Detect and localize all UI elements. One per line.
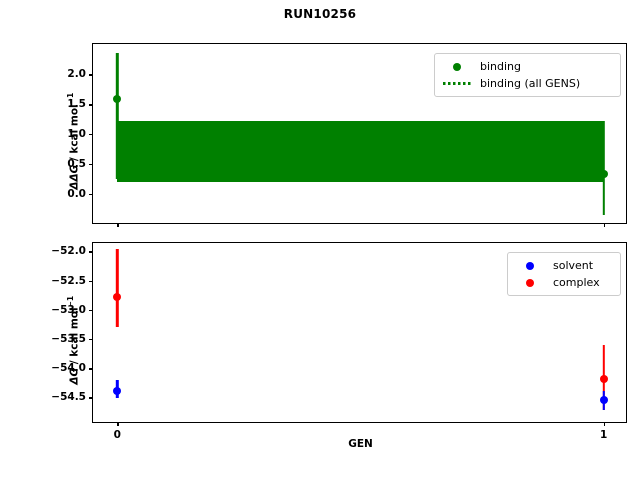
binding-errorbar-gen1 bbox=[602, 120, 605, 215]
top-ylabel-symbol: ΔΔG bbox=[68, 164, 81, 190]
dotted-line-icon bbox=[442, 82, 472, 85]
top-ytick-label-2: 1.0 bbox=[67, 127, 86, 140]
top-ytick-mark-top bbox=[89, 74, 93, 76]
bottom-legend[interactable]: solvent complex bbox=[507, 252, 621, 296]
solvent-marker-gen0 bbox=[113, 386, 122, 395]
bottom-xtick-label-1: 1 bbox=[600, 429, 608, 441]
top-ytick-mark-2 bbox=[89, 133, 93, 136]
top-xtick-mark-1 bbox=[603, 223, 606, 227]
top-ylabel: ΔΔG / kcal mol−1 bbox=[66, 66, 81, 216]
solvent-marker-gen1 bbox=[599, 396, 608, 405]
legend-label-binding-all-gens: binding (all GENS) bbox=[480, 77, 581, 90]
bottom-ylabel-symbol: ΔG bbox=[68, 367, 81, 385]
top-ytick-label-0: 2.0 bbox=[67, 68, 86, 81]
legend-item-binding[interactable]: binding bbox=[442, 58, 613, 75]
solvent-marker-icon bbox=[515, 261, 545, 270]
bottom-xtick-mark-1 bbox=[603, 422, 606, 426]
bottom-xtick-label-0: 0 bbox=[113, 429, 121, 441]
legend-label-binding: binding bbox=[480, 60, 522, 73]
bottom-plot-area bbox=[93, 243, 626, 422]
complex-marker-icon bbox=[515, 278, 545, 287]
top-plot-area bbox=[93, 44, 626, 223]
bottom-ytick-mark-2 bbox=[89, 309, 93, 312]
legend-item-complex[interactable]: complex bbox=[515, 274, 613, 291]
bottom-ytick-label-0: −52.0 bbox=[51, 245, 86, 258]
top-legend[interactable]: binding binding (all GENS) bbox=[434, 53, 621, 97]
bottom-ylabel-unit: / kcal mol bbox=[68, 306, 81, 368]
top-xtick-mark-0 bbox=[117, 223, 119, 227]
bottom-ylabel-exponent: −1 bbox=[65, 295, 75, 307]
figure-title: RUN10256 bbox=[283, 7, 357, 21]
legend-item-solvent[interactable]: solvent bbox=[515, 257, 613, 274]
legend-label-solvent: solvent bbox=[553, 259, 594, 272]
binding-all-gens-band bbox=[117, 120, 604, 183]
top-ylabel-exponent: −1 bbox=[65, 92, 75, 104]
bottom-axes-free-energy: −52.0 −52.5 −53.0 −53.5 −54.0 −54.5 0 1 … bbox=[51, 242, 627, 450]
legend-label-complex: complex bbox=[553, 276, 600, 289]
complex-marker-gen1 bbox=[599, 375, 608, 384]
complex-marker-gen0 bbox=[113, 293, 122, 302]
top-ytick-label-4: 0.0 bbox=[67, 187, 86, 200]
x-axis-label: GEN bbox=[348, 438, 373, 450]
top-ytick-mark-3 bbox=[89, 163, 93, 166]
binding-marker-icon bbox=[442, 62, 472, 71]
top-ylabel-unit: / kcal mol bbox=[68, 103, 81, 165]
top-ytick-label-1: 1.5 bbox=[67, 98, 86, 111]
bottom-xtick-mark-0 bbox=[117, 422, 119, 426]
binding-errorbar-gen0 bbox=[116, 53, 119, 180]
bottom-ytick-label-4: −54.0 bbox=[51, 362, 86, 374]
bottom-ytick-label-1: −52.5 bbox=[51, 274, 86, 287]
bottom-ytick-mark-0 bbox=[89, 251, 93, 253]
binding-marker-gen0 bbox=[113, 95, 122, 104]
bottom-ytick-label-3: −53.5 bbox=[51, 332, 86, 345]
legend-item-binding-all-gens[interactable]: binding (all GENS) bbox=[442, 75, 613, 92]
top-axes-binding: 2.0 1.5 1.0 0.5 0.0 ΔΔG / kcal mol−1 bbox=[66, 43, 627, 227]
top-ytick-mark-4 bbox=[89, 193, 93, 196]
bottom-ytick-mark-4 bbox=[89, 368, 93, 370]
bottom-ytick-mark-5 bbox=[89, 397, 93, 399]
bottom-ytick-label-5: −54.5 bbox=[51, 391, 86, 404]
binding-marker-gen1 bbox=[599, 169, 608, 178]
bottom-ylabel: ΔG / kcal mol−1 bbox=[66, 265, 81, 415]
top-ytick-label-3: 0.5 bbox=[67, 157, 86, 170]
bottom-ytick-label-2: −53.0 bbox=[51, 303, 86, 316]
bottom-ytick-mark-1 bbox=[89, 280, 93, 283]
bottom-ytick-mark-3 bbox=[89, 338, 93, 341]
complex-errorbar-gen0 bbox=[116, 248, 119, 328]
top-ytick-mark-1 bbox=[89, 104, 93, 106]
